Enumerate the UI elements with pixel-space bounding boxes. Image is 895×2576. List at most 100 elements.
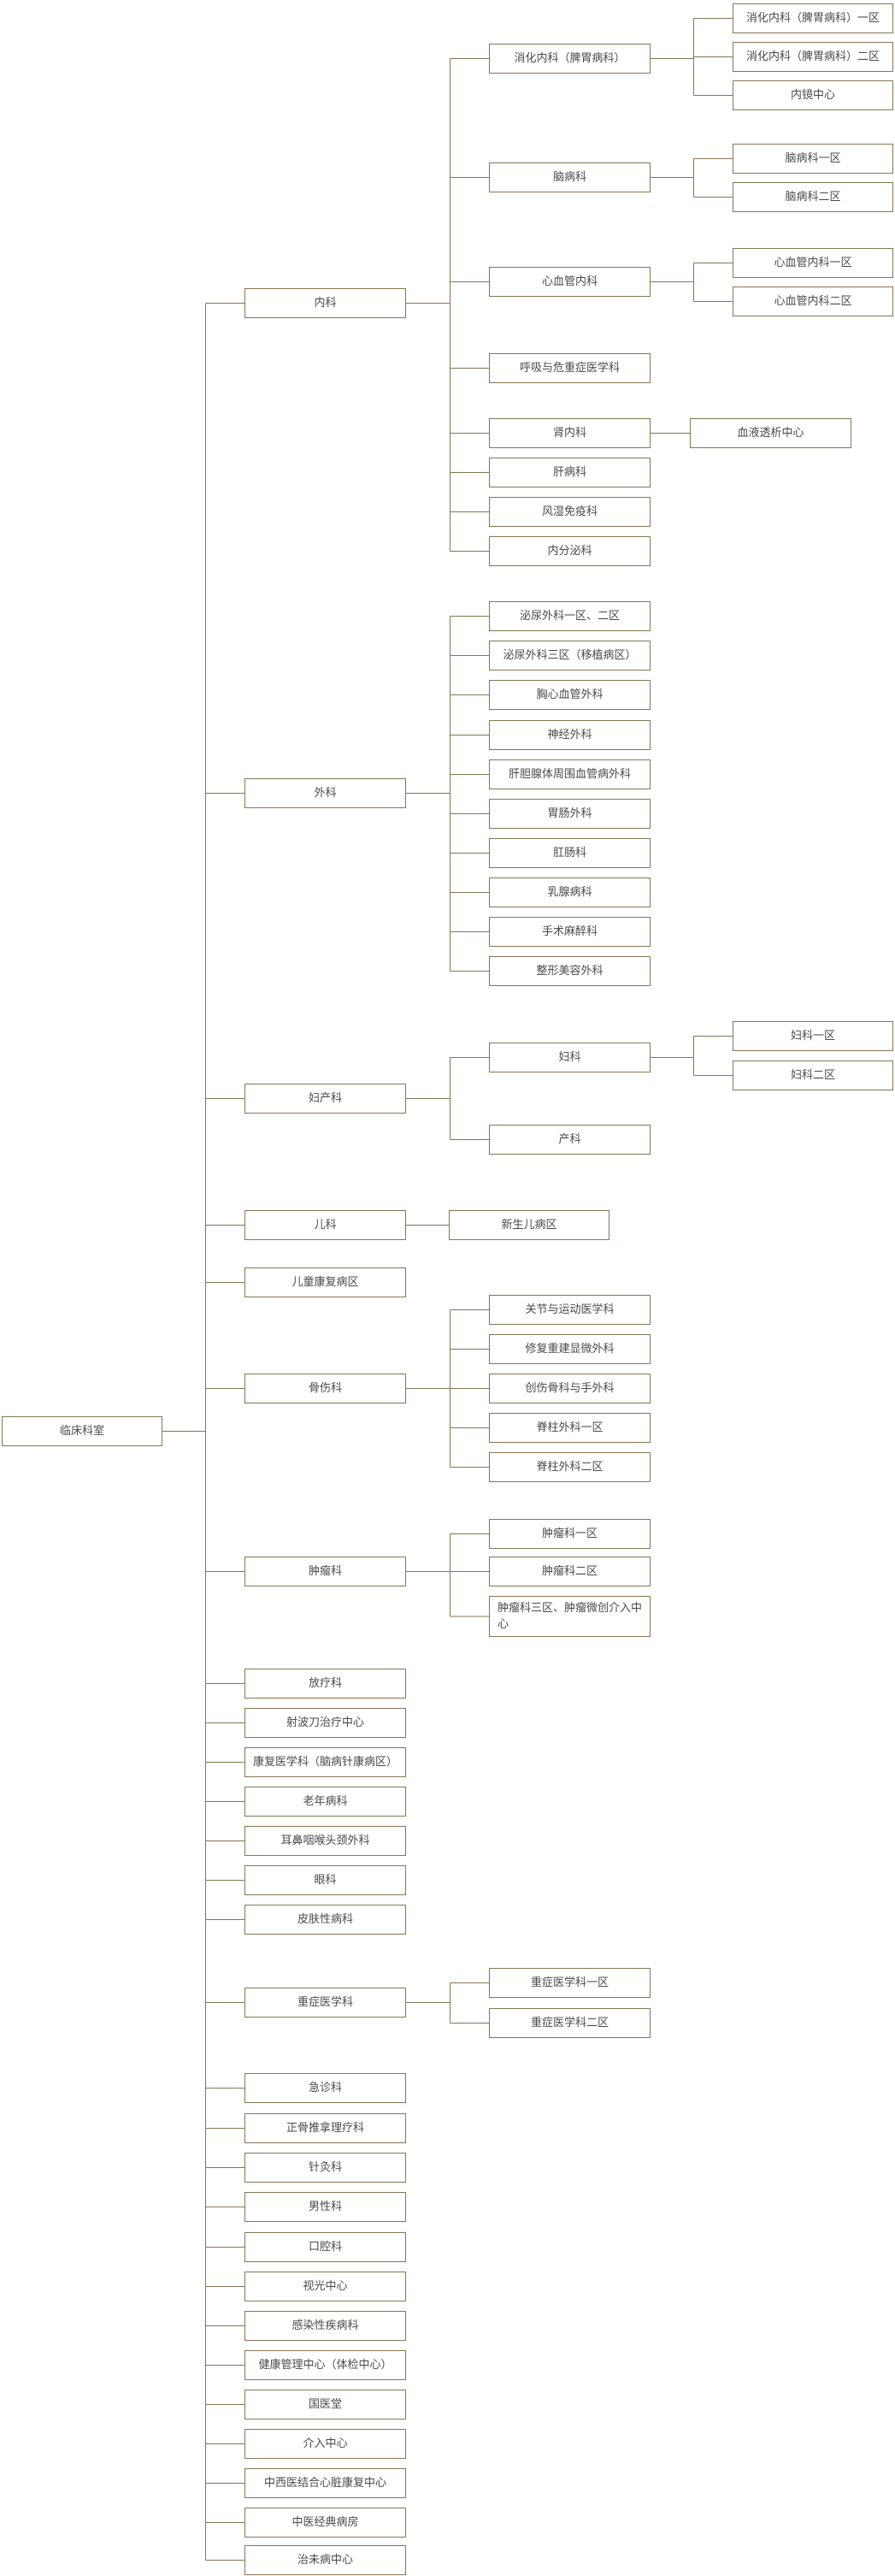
tree-node-label: 健康管理中心（体检中心） <box>258 2358 392 2372</box>
tree-node: 肝胆腺体周围血管病外科 <box>489 759 651 789</box>
tree-node-label: 放疗科 <box>308 1676 342 1690</box>
tree-node: 中医经典病房 <box>244 2508 406 2538</box>
tree-node: 脑病科 <box>489 162 651 192</box>
tree-node-label: 妇科二区 <box>790 1068 835 1082</box>
tree-node: 妇科一区 <box>733 1021 893 1051</box>
tree-node: 内分泌科 <box>489 536 651 566</box>
tree-node-label: 内分泌科 <box>547 544 592 558</box>
tree-node: 关节与运动医学科 <box>489 1295 651 1325</box>
tree-node: 脊柱外科一区 <box>489 1413 651 1443</box>
tree-node: 肿瘤科二区 <box>489 1557 651 1586</box>
tree-node-label: 口腔科 <box>308 2240 342 2254</box>
tree-node: 骨伤科 <box>244 1374 406 1403</box>
tree-node-label: 老年病科 <box>303 1794 348 1808</box>
tree-node-label: 射波刀治疗中心 <box>286 1716 364 1729</box>
tree-node-label: 消化内科（脾胃病科）一区 <box>745 11 880 25</box>
tree-node: 脑病科一区 <box>733 144 893 174</box>
tree-node-label: 肾内科 <box>552 426 586 440</box>
tree-node-label: 眼科 <box>314 1873 337 1887</box>
tree-node: 肾内科 <box>489 418 651 448</box>
tree-node-label: 新生儿病区 <box>501 1218 557 1232</box>
tree-node: 胃肠外科 <box>489 799 651 829</box>
tree-node: 肝病科 <box>489 458 651 487</box>
tree-node: 康复医学科（脑病针康病区） <box>244 1747 406 1777</box>
tree-node: 整形美容外科 <box>489 956 651 986</box>
tree-node-label: 中西医结合心脏康复中心 <box>263 2476 386 2490</box>
tree-node: 皮肤性病科 <box>244 1905 406 1935</box>
tree-node: 中西医结合心脏康复中心 <box>244 2468 406 2498</box>
tree-node-label: 中医经典病房 <box>291 2515 359 2529</box>
tree-node: 修复重建显微外科 <box>489 1334 651 1364</box>
tree-node-label: 重症医学科 <box>297 1995 353 2009</box>
tree-node: 男性科 <box>244 2192 406 2222</box>
tree-node-label: 儿科 <box>314 1218 337 1232</box>
tree-node-label: 内科 <box>314 296 337 310</box>
tree-node: 重症医学科一区 <box>489 1968 651 1998</box>
tree-node: 外科 <box>244 778 406 808</box>
tree-node-label: 肿瘤科三区、肿瘤微创介入中心 <box>498 1601 643 1630</box>
tree-node-label: 胃肠外科 <box>547 806 592 820</box>
tree-node-label: 胸心血管外科 <box>536 688 604 701</box>
tree-node: 脑病科二区 <box>733 182 893 212</box>
tree-node: 感染性疾病科 <box>244 2311 406 2341</box>
tree-node: 心血管内科 <box>489 267 651 297</box>
tree-node: 正骨推拿理疗科 <box>244 2113 406 2143</box>
tree-node: 创伤骨科与手外科 <box>489 1374 651 1403</box>
tree-node-label: 外科 <box>314 786 337 800</box>
tree-node-label: 内镜中心 <box>790 88 835 102</box>
tree-node-label: 皮肤性病科 <box>297 1912 353 1926</box>
tree-node-label: 妇科 <box>558 1050 581 1064</box>
tree-node: 脊柱外科二区 <box>489 1452 651 1482</box>
tree-node-label: 消化内科（脾胃病科） <box>514 51 626 65</box>
tree-node-label: 肿瘤科一区 <box>541 1527 598 1540</box>
tree-node-label: 血液透析中心 <box>737 426 804 440</box>
tree-node: 耳鼻咽喉头颈外科 <box>244 1826 406 1856</box>
tree-node: 重症医学科 <box>244 1988 406 2018</box>
tree-node-label: 急诊科 <box>308 2081 342 2094</box>
tree-node: 产科 <box>489 1125 651 1155</box>
tree-node: 国医堂 <box>244 2390 406 2419</box>
tree-node: 妇科 <box>489 1043 651 1072</box>
tree-node-label: 整形美容外科 <box>536 964 604 978</box>
tree-node: 乳腺病科 <box>489 877 651 907</box>
tree-node: 呼吸与危重症医学科 <box>489 353 651 383</box>
tree-node-label: 感染性疾病科 <box>291 2319 359 2332</box>
tree-node-label: 脊柱外科二区 <box>536 1460 604 1474</box>
tree-node: 泌尿外科三区（移植病区） <box>489 641 651 671</box>
tree-node: 泌尿外科一区、二区 <box>489 601 651 631</box>
tree-node-label: 脊柱外科一区 <box>536 1421 604 1434</box>
tree-node: 血液透析中心 <box>690 418 851 448</box>
tree-node-label: 消化内科（脾胃病科）二区 <box>745 50 880 63</box>
tree-node: 肿瘤科三区、肿瘤微创介入中心 <box>489 1596 651 1637</box>
tree-node-label: 心血管内科二区 <box>774 294 852 308</box>
tree-node-label: 男性科 <box>308 2200 342 2213</box>
tree-node: 内镜中心 <box>733 80 893 110</box>
tree-node: 健康管理中心（体检中心） <box>244 2350 406 2380</box>
tree-node: 肛肠科 <box>489 838 651 868</box>
tree-node: 老年病科 <box>244 1787 406 1817</box>
tree-node: 消化内科（脾胃病科） <box>489 44 651 74</box>
tree-node-label: 泌尿外科三区（移植病区） <box>503 648 637 662</box>
tree-node-label: 脑病科一区 <box>785 151 841 165</box>
tree-node: 儿科 <box>244 1210 406 1240</box>
tree-node-label: 肿瘤科 <box>308 1564 342 1578</box>
tree-node-label: 肝病科 <box>552 465 586 479</box>
tree-node-label: 修复重建显微外科 <box>525 1342 615 1356</box>
tree-node-label: 骨伤科 <box>308 1381 342 1395</box>
tree-node-label: 呼吸与危重症医学科 <box>519 361 620 375</box>
tree-node-label: 手术麻醉科 <box>541 925 598 938</box>
tree-node: 妇科二区 <box>733 1061 893 1090</box>
tree-node-label: 肛肠科 <box>552 846 586 860</box>
tree-node-label: 泌尿外科一区、二区 <box>519 609 620 623</box>
tree-node: 肿瘤科一区 <box>489 1519 651 1549</box>
tree-node: 胸心血管外科 <box>489 680 651 710</box>
tree-node-label: 脑病科 <box>552 170 586 184</box>
root-node: 临床科室 <box>2 1416 162 1446</box>
tree-node-label: 妇产科 <box>308 1091 342 1105</box>
tree-node-label: 肝胆腺体周围血管病外科 <box>508 767 631 781</box>
tree-node-label: 乳腺病科 <box>547 885 592 899</box>
tree-node: 重症医学科二区 <box>489 2008 651 2038</box>
tree-node: 妇产科 <box>244 1084 406 1114</box>
